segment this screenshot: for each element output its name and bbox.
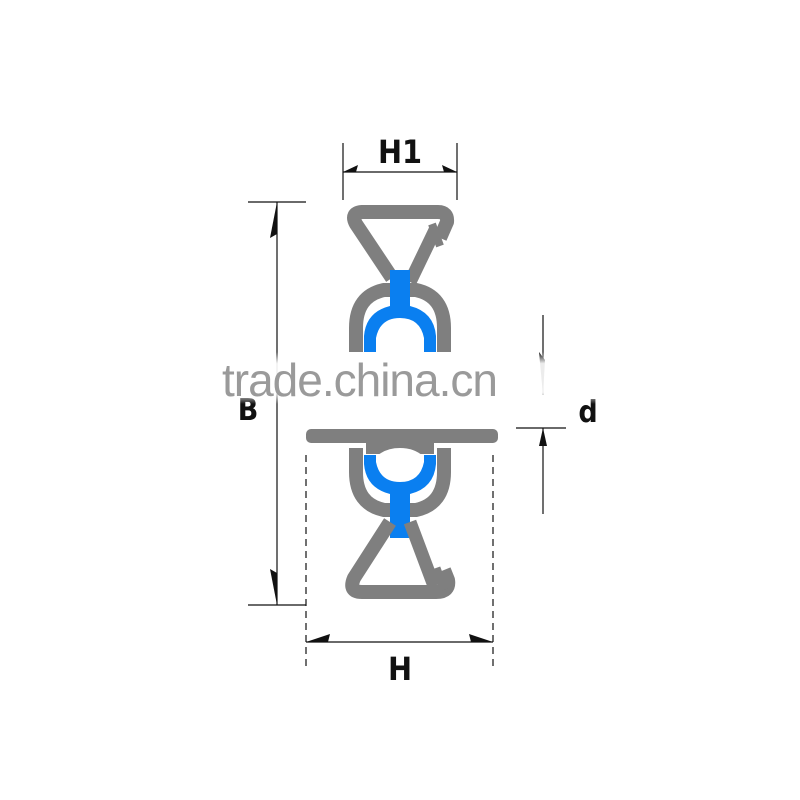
arrow-left-icon: [343, 165, 358, 172]
arrow-up-icon: [539, 428, 547, 446]
upper-insert-core: [377, 320, 423, 352]
watermark-band: [0, 352, 800, 404]
upper-blue-insert[interactable]: [364, 270, 436, 352]
lower-blue-insert[interactable]: [364, 455, 436, 538]
dimension-d: d: [516, 315, 598, 514]
lower-seal-profile: [306, 429, 498, 599]
arrow-up-icon: [270, 202, 277, 238]
upper-seal-profile: [347, 205, 455, 352]
dimension-h1: H1: [342, 133, 458, 200]
arrow-right-icon: [469, 634, 493, 642]
lower-insert-core: [377, 448, 423, 480]
lower-profile-right-arm: [403, 519, 441, 589]
upper-profile-hook: [428, 222, 444, 248]
lower-profile-hook: [431, 566, 449, 592]
dimension-h: H: [305, 455, 494, 688]
dimension-label-h1: H1: [378, 133, 422, 171]
arrow-down-icon: [270, 569, 277, 605]
dimension-label-h: H: [388, 650, 412, 688]
upper-profile-right-arm: [404, 225, 442, 285]
watermark-text: trade.china.cn: [222, 354, 498, 406]
upper-profile-outline: [347, 205, 455, 282]
arrow-left-icon: [306, 634, 330, 642]
mounting-flange: [306, 429, 498, 443]
lower-profile-outline: [345, 518, 456, 599]
arrow-right-icon: [442, 165, 457, 172]
